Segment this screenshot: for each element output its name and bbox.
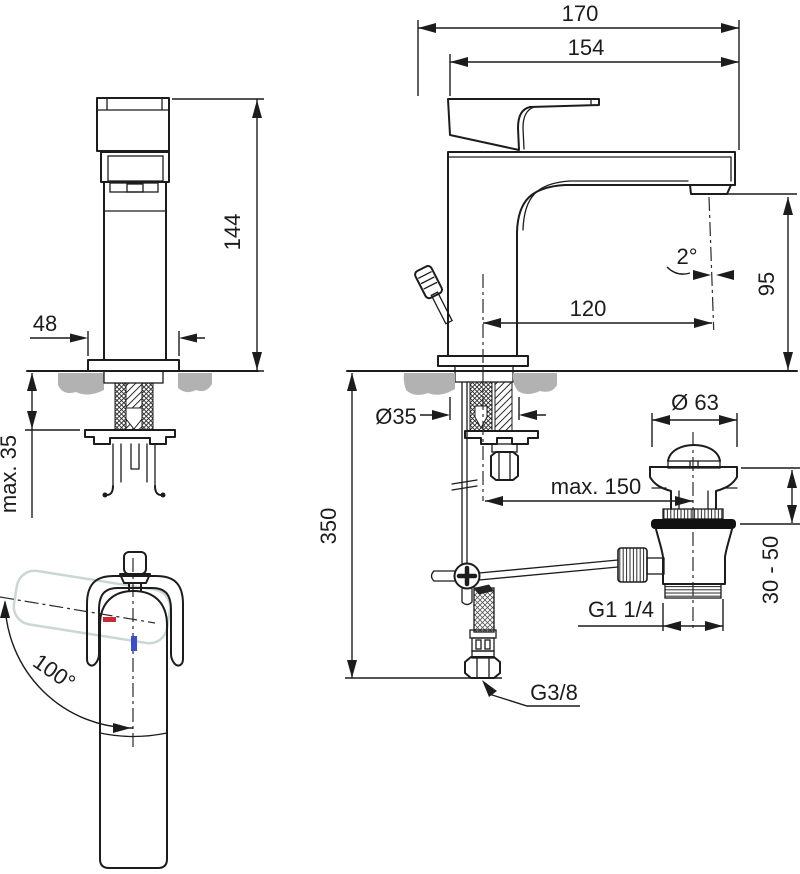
body-joint-line	[99, 732, 168, 738]
counter-cutaway-right	[178, 373, 212, 393]
dim-label-total-width: 170	[562, 1, 599, 26]
dim-total-width: 170	[417, 1, 740, 150]
rod-socket-stub	[646, 557, 665, 575]
mounting-plate	[84, 429, 176, 445]
dim-label-popup-rod-reach: max. 150	[551, 474, 642, 499]
dim-label-spout-width: 154	[568, 35, 605, 60]
hose-cut-mark	[474, 584, 494, 595]
dim-waste-height-range: 30 - 50	[740, 467, 800, 605]
aerator-slot-inner	[126, 183, 144, 193]
dim-waste-flange-diameter: Ø 63	[651, 390, 738, 447]
dim-base-diameter: 48	[30, 311, 205, 356]
dim-label-supply-thread: G3/8	[530, 680, 578, 705]
counter-cutaway-left	[403, 373, 455, 395]
hex-facets	[476, 656, 490, 679]
shank-section-right	[141, 382, 154, 431]
dim-label-spout-height: 95	[754, 272, 779, 296]
spout-underside	[516, 184, 736, 357]
dim-spout-reach: 120	[483, 296, 712, 328]
shank-section-left	[114, 382, 127, 431]
popup-linkage	[430, 559, 619, 606]
flange-funnel	[649, 466, 738, 510]
dim-label-hose-length: 350	[316, 508, 341, 545]
hose-hex-nut-end	[464, 656, 501, 679]
hose-hex-nut-upper	[490, 451, 519, 481]
cross-arm-bottom	[461, 588, 473, 606]
dim-label-base-diameter: 48	[33, 311, 57, 336]
rod-knurled-nut	[617, 547, 648, 583]
shank-slot	[474, 405, 488, 430]
dim-label-spout-reach: 120	[570, 296, 607, 321]
counter-cutaway-left	[58, 373, 104, 395]
dim-popup-rod-reach: max. 150	[485, 474, 693, 506]
cross-arm-left	[430, 570, 457, 582]
stud-slot	[125, 407, 143, 430]
front-view: 170 154 2°	[414, 1, 797, 383]
handle-arch-top-view	[86, 575, 184, 667]
lever-detail	[522, 98, 592, 150]
rotation-arc	[4, 601, 134, 729]
waste-thread-outlet	[664, 583, 722, 599]
dim-label-waste-diameter: Ø 63	[671, 390, 719, 415]
cold-indicator-mark	[131, 636, 137, 651]
hose-braid	[473, 587, 495, 633]
popup-rod	[461, 381, 468, 564]
hose-tip-right	[160, 492, 166, 498]
phillips-cross	[456, 565, 478, 587]
waste-thread-upper	[662, 508, 724, 520]
hose-tails	[112, 443, 156, 487]
dim-label-mounting-hole: Ø35	[375, 404, 417, 429]
spout-underside-inner	[522, 180, 689, 231]
hose-tip-left	[102, 492, 108, 498]
cage-slot-right	[484, 639, 491, 650]
body-top-inner-line	[447, 156, 732, 182]
dim-spout-height: 95	[706, 193, 797, 371]
link-rod	[478, 559, 619, 581]
spout-body-top-view	[99, 732, 168, 869]
plug-dome	[667, 444, 721, 462]
popup-knob	[414, 265, 453, 325]
waste-assembly	[617, 432, 738, 628]
threaded-stud	[494, 381, 513, 432]
supply-hose	[464, 584, 501, 679]
front-view-installation: Ø35 G3/8 max. 150	[316, 370, 800, 707]
dim-label-waste-range: 30 - 50	[758, 536, 783, 605]
cartridge-dome-top-view	[99, 590, 168, 734]
hot-indicator-mark	[103, 617, 116, 622]
dim-label-body-height: 144	[220, 214, 245, 251]
dim-label-max-counter: max. 35	[0, 435, 21, 513]
rotated-centerline	[0, 596, 156, 624]
hex-facets	[498, 451, 511, 481]
dim-label-waste-thread: G1 1/4	[588, 597, 654, 622]
spout-jet-centerline	[708, 196, 715, 331]
dim-mounting-hole: Ø35	[375, 397, 546, 429]
rod-break-marks	[451, 479, 478, 491]
handle-top-detail	[96, 97, 170, 111]
dim-waste-thread: G1 1/4	[578, 597, 724, 631]
side-view-installation: max. 35	[0, 370, 259, 518]
counter-cutaway-right	[512, 373, 557, 394]
dim-spout-width: 154	[449, 35, 739, 96]
rubber-seal	[651, 519, 736, 529]
dim-label-spout-angle: 2°	[676, 244, 697, 269]
mounting-plate	[464, 430, 539, 445]
dim-spout-angle: 2°	[666, 244, 734, 280]
dim-supply-thread: G3/8	[482, 680, 580, 707]
cage-slot-left	[475, 639, 482, 650]
dim-hose-length: 350	[316, 373, 502, 679]
funnel-detail	[651, 487, 738, 510]
dim-max-counter-thickness: max. 35	[0, 373, 80, 518]
lever-handle	[447, 98, 600, 151]
